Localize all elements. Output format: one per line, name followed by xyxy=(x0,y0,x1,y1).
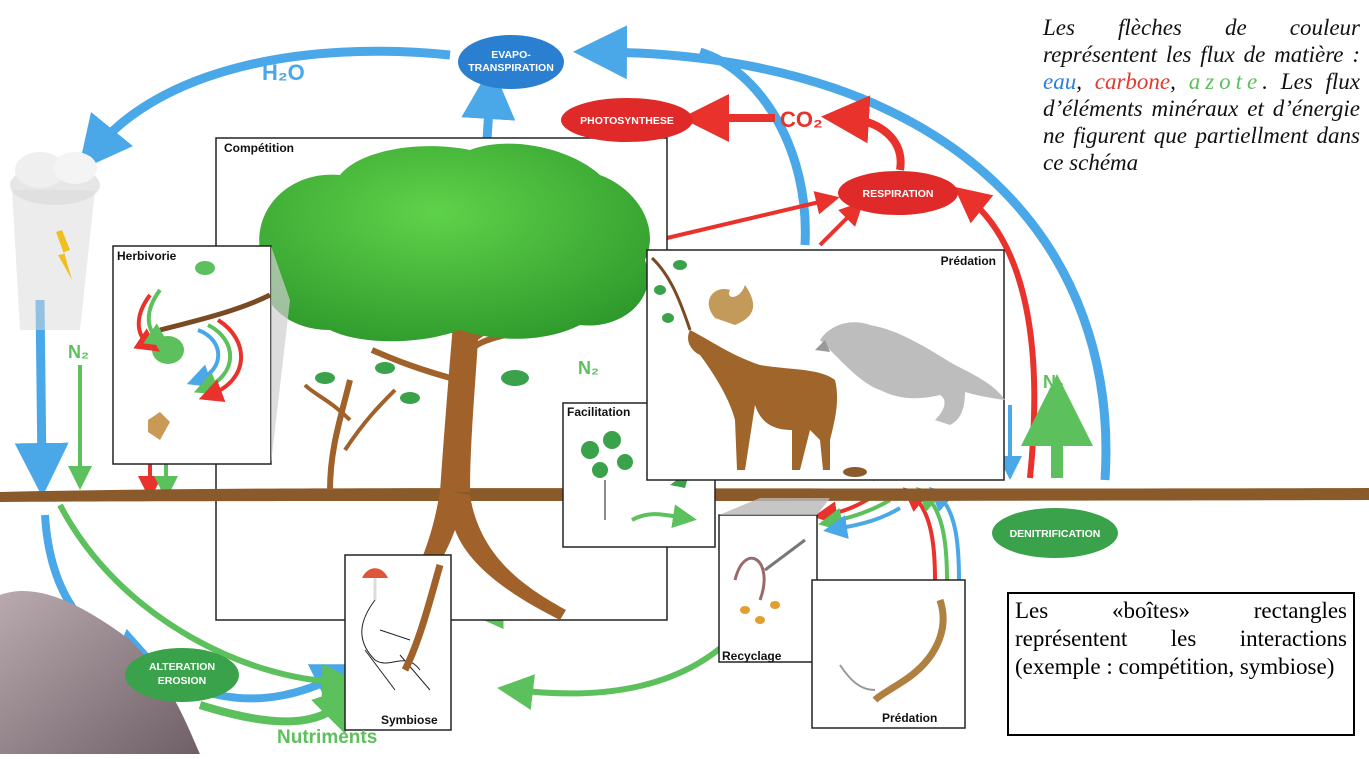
svg-text:TRANSPIRATION: TRANSPIRATION xyxy=(468,62,554,74)
wolf-icon xyxy=(815,322,1005,425)
boxes-legend-text: Les «boîtes» rectangles représentent les… xyxy=(1015,598,1347,679)
recycling-label: Recyclage xyxy=(722,649,782,663)
recycling-to-symbiosis-arrow xyxy=(497,632,738,710)
predation-bottom-box xyxy=(811,579,966,729)
cloud-icon xyxy=(10,152,100,330)
recycling-box xyxy=(718,514,818,663)
n2-middle-label: N₂ xyxy=(578,358,599,378)
predation-bottom-label: Prédation xyxy=(882,711,937,725)
evapotranspiration-node: EVAPO- TRANSPIRATION xyxy=(458,35,564,89)
svg-text:ALTERATION: ALTERATION xyxy=(149,661,215,673)
water-label: H₂O xyxy=(262,60,305,85)
color-legend-caption: Les flèches de couleur représentent les … xyxy=(1043,14,1360,176)
moose-icon xyxy=(688,285,838,470)
soil-to-symbiosis-green-arrow xyxy=(57,503,358,700)
mycorrhiza-illustration xyxy=(361,564,444,691)
herbivory-illustration xyxy=(133,261,272,440)
svg-text:PHOTOSYNTHESE: PHOTOSYNTHESE xyxy=(580,115,674,127)
svg-text:EVAPO-: EVAPO- xyxy=(491,49,531,61)
photosynthesis-node: PHOTOSYNTHESE xyxy=(561,98,693,142)
co2-label: CO₂ xyxy=(780,107,823,132)
flux-triple-predation-soil xyxy=(902,487,961,581)
competition-label: Compétition xyxy=(224,141,294,155)
svg-text:DENITRIFICATION: DENITRIFICATION xyxy=(1010,528,1101,540)
respiration-to-co2-arrow xyxy=(821,95,905,171)
boxes-legend: Les «boîtes» rectangles représentent les… xyxy=(1007,592,1355,736)
caption-sep2: , xyxy=(1170,69,1189,94)
herbivory-label: Herbivorie xyxy=(117,249,177,263)
nutrients-label: Nutriments xyxy=(277,727,377,748)
alteration-erosion-node: ALTERATION EROSION xyxy=(125,648,239,702)
caption-carbon: carbone xyxy=(1094,69,1171,94)
water-arc-right-inner xyxy=(698,47,810,246)
rock-icon xyxy=(0,591,200,754)
symbiosis-label: Symbiose xyxy=(381,713,438,727)
centipede-illustration xyxy=(839,598,947,703)
branch-leaves-icon xyxy=(650,256,692,331)
water-arc-right-outer xyxy=(573,25,1111,481)
caption-water: eau xyxy=(1043,69,1077,94)
tree-to-respiration-arrow xyxy=(649,191,840,244)
herbivory-box xyxy=(112,245,272,465)
svg-text:RESPIRATION: RESPIRATION xyxy=(863,188,934,200)
predation-to-respiration-arrow xyxy=(818,201,864,247)
water-cycle-arc-left xyxy=(77,46,451,171)
caption-nitrogen: azote xyxy=(1188,69,1263,94)
decomposers-illustration xyxy=(733,538,806,624)
water-transpiration-arrow xyxy=(461,65,516,141)
dung-icon xyxy=(843,467,867,477)
n2-left-label: N₂ xyxy=(68,342,89,362)
svg-text:EROSION: EROSION xyxy=(158,675,206,687)
n2-right-label: N₂ xyxy=(1043,372,1064,392)
nutrients-arrow xyxy=(198,683,362,734)
caption-part1: Les flèches de couleur représentent les … xyxy=(1043,15,1360,67)
caption-sep1: , xyxy=(1076,69,1095,94)
facilitation-illustration xyxy=(581,423,697,529)
caption-part2: . Les flux d’éléments minéraux et d’éner… xyxy=(1043,69,1361,175)
respiration-node: RESPIRATION xyxy=(838,171,958,215)
predation-top-label: Prédation xyxy=(941,254,996,268)
facilitation-label: Facilitation xyxy=(567,405,630,419)
denitrification-node: DENITRIFICATION xyxy=(992,508,1118,558)
